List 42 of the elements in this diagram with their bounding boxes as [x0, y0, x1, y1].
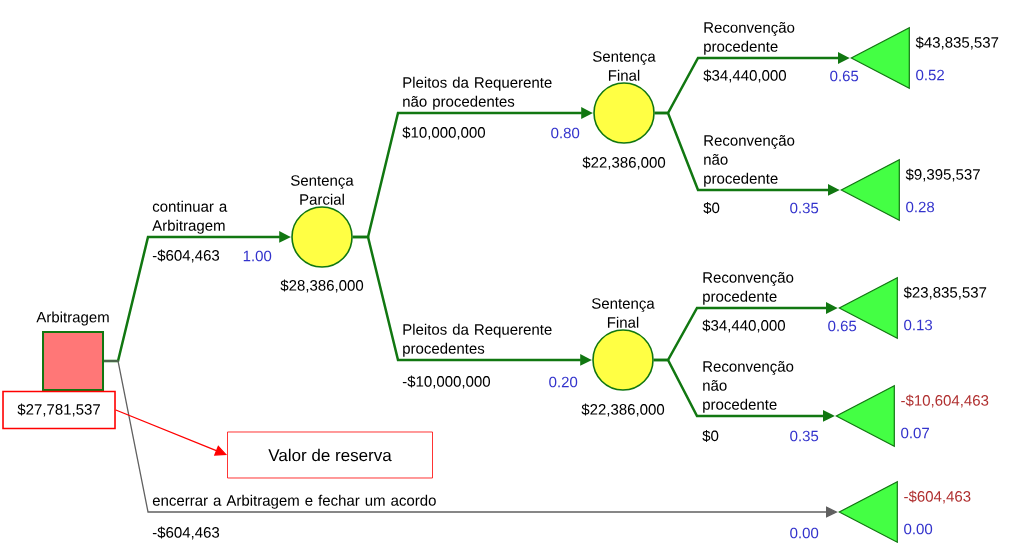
probability-value: 0.80 [551, 127, 580, 139]
probability-value: 0.65 [830, 70, 859, 82]
expected-value: $22,386,000 [582, 156, 666, 170]
branch-label: Pleitos da Requerente procedentes [403, 323, 552, 357]
payoff-value: $10,000,000 [402, 126, 485, 140]
payoff-value: $23,835,537 [903, 286, 987, 300]
value-box: $27,781,537 [2, 390, 116, 430]
payoff-value: -$604,463 [152, 249, 220, 263]
payoff-value: $43,835,537 [915, 36, 999, 50]
branch-label: Pleitos da Requerente não procedentes [403, 76, 552, 110]
payoff-value: $34,440,000 [703, 69, 786, 83]
probability-value: 0.28 [906, 201, 935, 213]
branch-label: Reconvenção procedente [704, 21, 795, 55]
node-label: Sentença Final [592, 51, 656, 81]
node-label: Sentença Final [591, 298, 655, 328]
node-label: Sentença Parcial [290, 175, 354, 205]
branch-label: Reconvenção não procedente [704, 134, 795, 187]
expected-value: $22,386,000 [581, 403, 665, 417]
probability-value: 0.65 [828, 320, 857, 332]
branch-arrow [103, 360, 838, 518]
payoff-value: $0 [702, 429, 719, 443]
payoff-value: -$604,463 [904, 490, 971, 504]
payoff-value: $9,395,537 [905, 168, 980, 182]
payoff-value: -$604,463 [152, 526, 220, 540]
payoff-value: $0 [703, 201, 720, 215]
payoff-value: -$10,604,463 [901, 394, 989, 408]
branch-label: Reconvenção não procedente [703, 360, 794, 413]
probability-value: 0.13 [904, 319, 933, 331]
probability-value: 1.00 [243, 250, 272, 262]
probability-value: 0.07 [901, 427, 929, 439]
branch-label: continuar a Arbitragem [152, 200, 228, 234]
branch-label: Reconvenção procedente [703, 271, 794, 305]
note-box: Valor de reserva [227, 431, 433, 479]
probability-value: 0.00 [904, 523, 933, 535]
payoff-value: -$10,000,000 [402, 375, 490, 389]
node-label: Arbitragem [36, 311, 109, 326]
probability-value: 0.20 [549, 376, 578, 388]
branch-label: encerrar a Arbitragem e fechar um acordo [152, 494, 436, 509]
decision-square: Arbitragem [36, 311, 109, 391]
probability-value: 0.52 [916, 69, 944, 81]
expected-value: $28,386,000 [280, 279, 364, 293]
payoff-value: $34,440,000 [702, 319, 785, 333]
